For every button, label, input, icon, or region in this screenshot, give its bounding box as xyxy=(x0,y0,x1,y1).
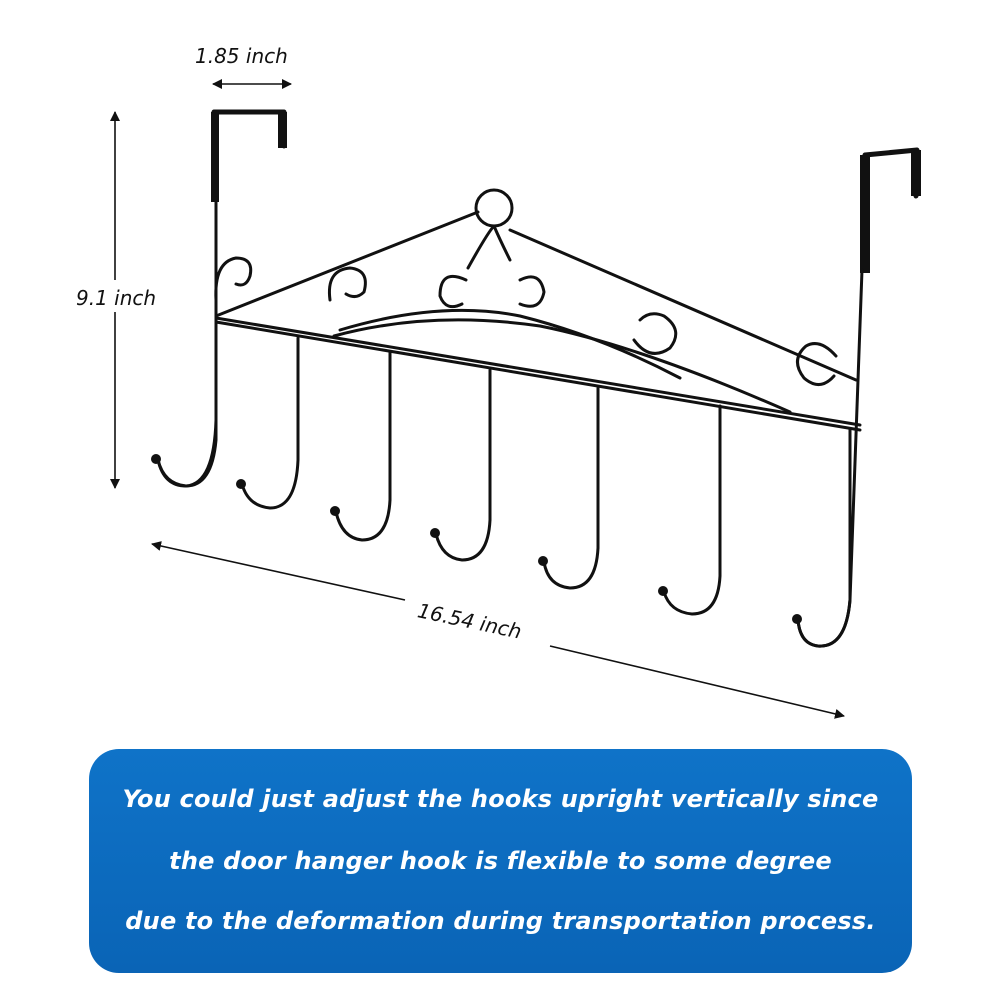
hook-1 xyxy=(156,388,218,488)
scroll-2 xyxy=(327,266,367,302)
length-arrow-right xyxy=(549,645,845,719)
dimension-width-top-label: 1.85 inch xyxy=(195,44,288,68)
scroll-bar xyxy=(332,318,792,414)
arch-inner-curve xyxy=(338,308,682,380)
arch-top-ring xyxy=(474,188,514,228)
dimension-arrows xyxy=(110,79,845,719)
top-rail xyxy=(214,316,862,427)
left-frame-wire xyxy=(156,196,218,488)
scroll-arch-left xyxy=(214,210,480,318)
note-line: the door hanger hook is flexible to some… xyxy=(169,847,832,875)
scroll-arch-right xyxy=(508,228,858,382)
hook-6 xyxy=(662,404,722,616)
scroll-4 xyxy=(492,224,546,308)
right-frame-wire xyxy=(796,268,864,648)
hook-5 xyxy=(542,386,600,590)
scroll-5 xyxy=(632,312,678,355)
top-rail-second xyxy=(214,320,862,432)
scroll-3 xyxy=(438,224,496,309)
scroll-1 xyxy=(214,256,253,302)
info-note-box: You could just adjust the hooks upright … xyxy=(89,749,912,973)
note-line: You could just adjust the hooks upright … xyxy=(122,785,879,813)
right-door-bracket xyxy=(862,147,920,273)
left-door-bracket xyxy=(211,109,287,201)
scroll-6 xyxy=(796,342,838,386)
hook-4 xyxy=(434,368,492,562)
hook-2 xyxy=(240,336,300,510)
product-diagram xyxy=(110,79,921,719)
dimension-height-label: 9.1 inch xyxy=(76,286,157,310)
length-arrow-left xyxy=(151,541,406,601)
note-line: due to the deformation during transporta… xyxy=(125,907,876,935)
hook-3 xyxy=(334,350,392,542)
door-hanger-illustration xyxy=(151,109,921,648)
hook-7 xyxy=(796,428,852,648)
